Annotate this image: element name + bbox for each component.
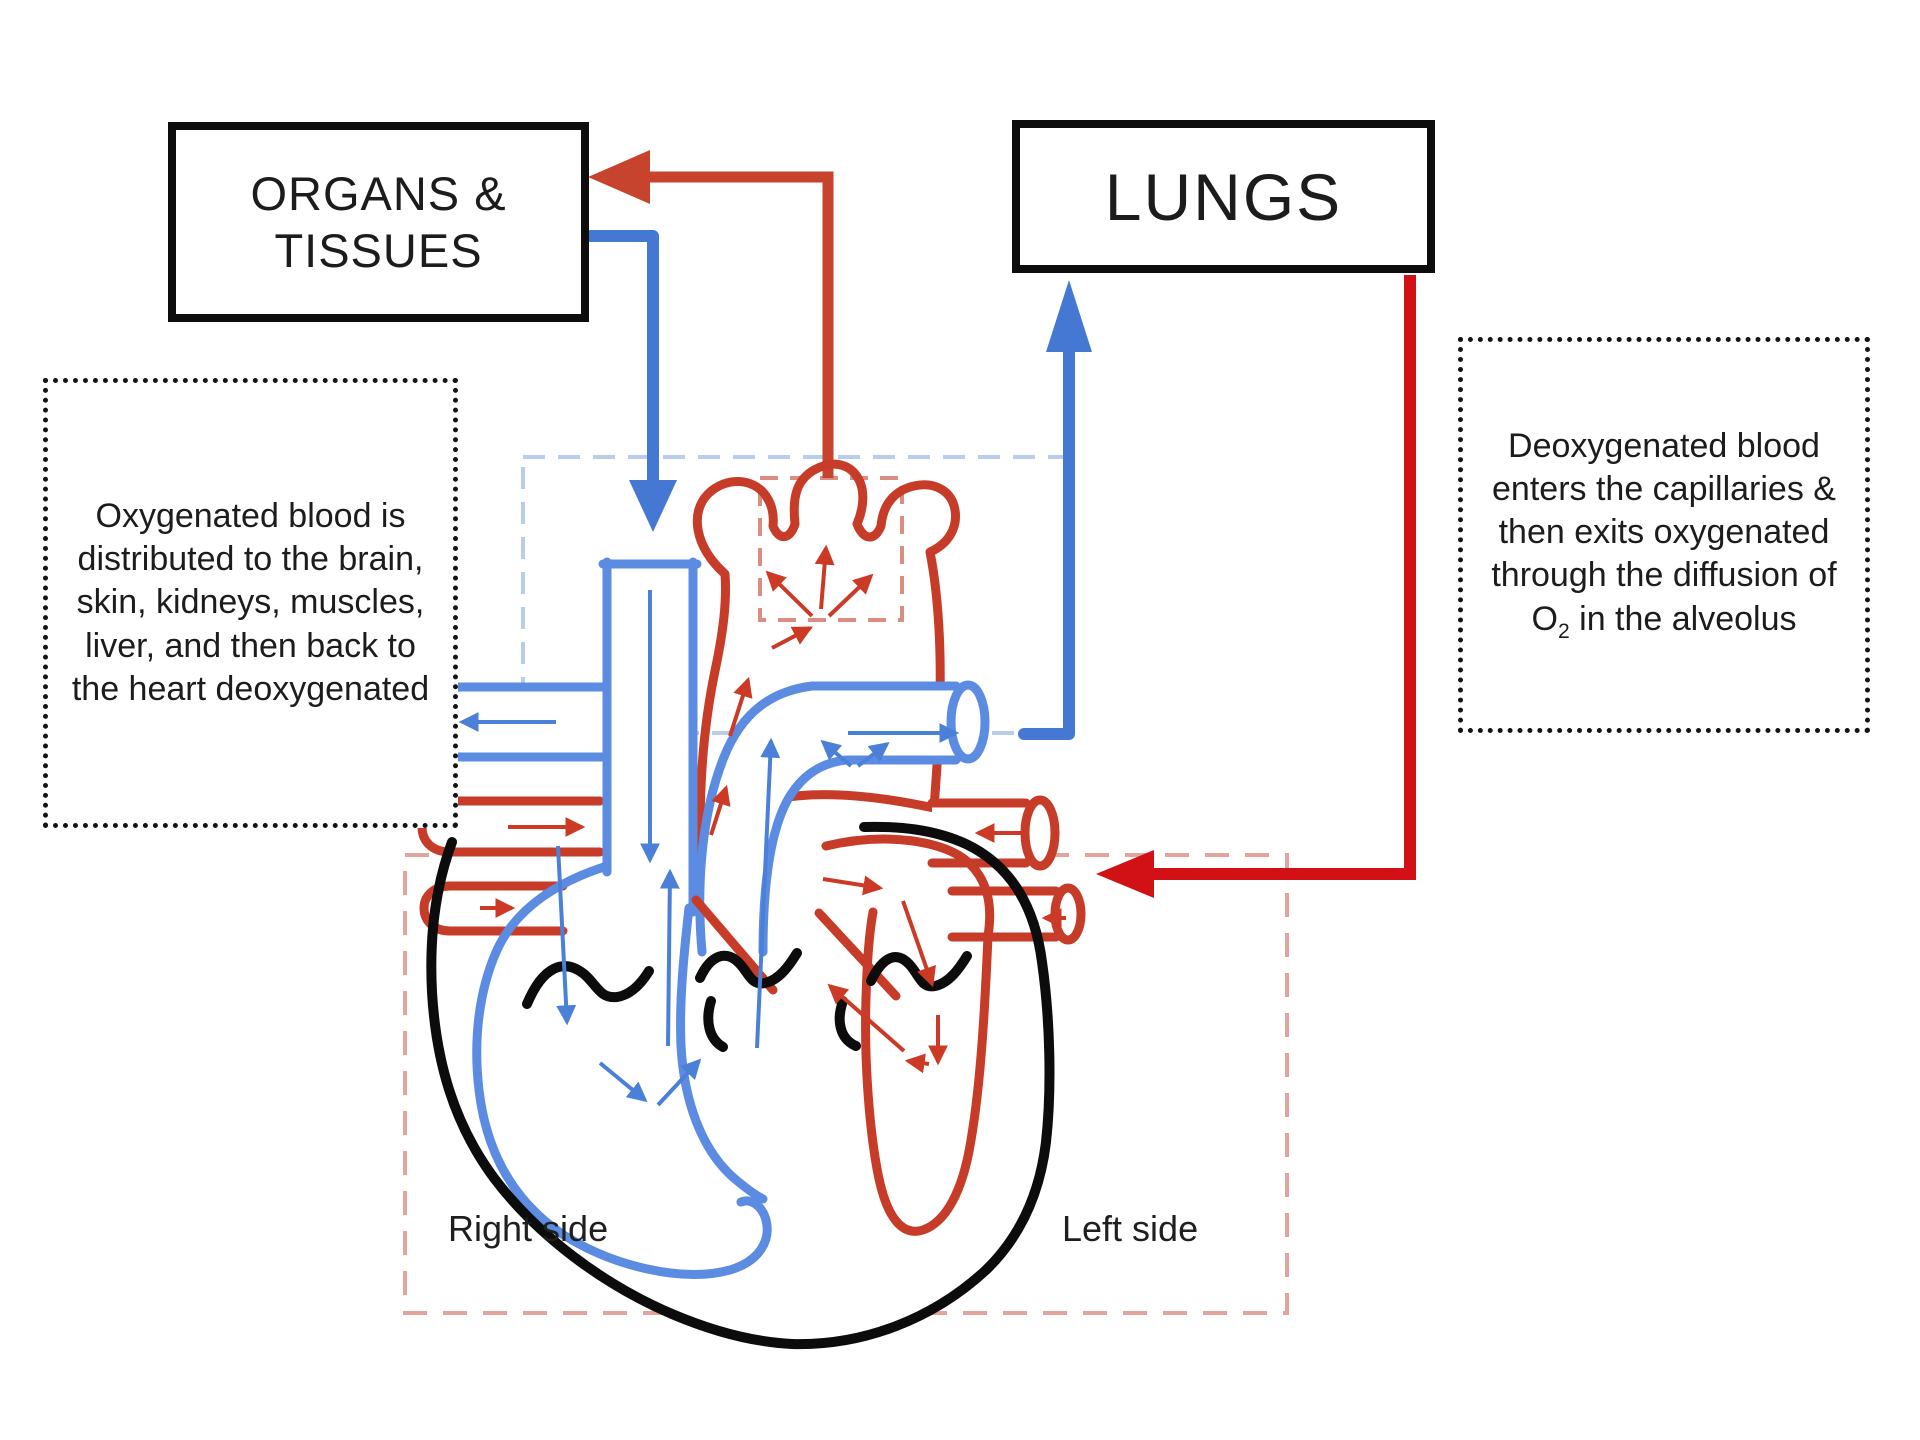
oxygenated-note-text: Oxygenated blood is distributed to the b… (71, 497, 430, 708)
organs-tissues-box: ORGANS & TISSUES (168, 122, 589, 322)
lungs-box: LUNGS (1012, 120, 1435, 273)
left-side-label: Left side (1062, 1208, 1199, 1249)
oxygenated-to-organs-arrow (588, 150, 834, 478)
deoxygenated-note: Deoxygenated blood enters the capillarie… (1458, 337, 1870, 733)
lungs-label: LUNGS (1104, 159, 1343, 234)
aorta (692, 459, 961, 917)
deoxygenated-flow-arrows (458, 590, 960, 1107)
right-side-label: Right side (448, 1208, 609, 1249)
oxygenated-from-lungs-arrow (1096, 275, 1416, 898)
heart-outline (426, 821, 1055, 1350)
oxygenated-flow-arrows (480, 544, 1066, 1074)
dashed-region-aorta (758, 476, 904, 622)
o2-subscript: 2 (1557, 619, 1570, 643)
deoxygenated-note-text: Deoxygenated blood enters the capillarie… (1491, 426, 1837, 643)
deoxygenated-from-organs-arrow (585, 230, 677, 532)
left-heart-chamber-wall (691, 834, 995, 1236)
right-heart-chamber-wall (472, 861, 772, 1279)
oxygenated-note: Oxygenated blood is distributed to the b… (43, 378, 458, 828)
organs-tissues-label-line2: TISSUES (274, 224, 483, 277)
deoxygenated-to-lungs-arrow (1018, 280, 1092, 740)
organs-tissues-label-line1: ORGANS & (250, 166, 507, 220)
